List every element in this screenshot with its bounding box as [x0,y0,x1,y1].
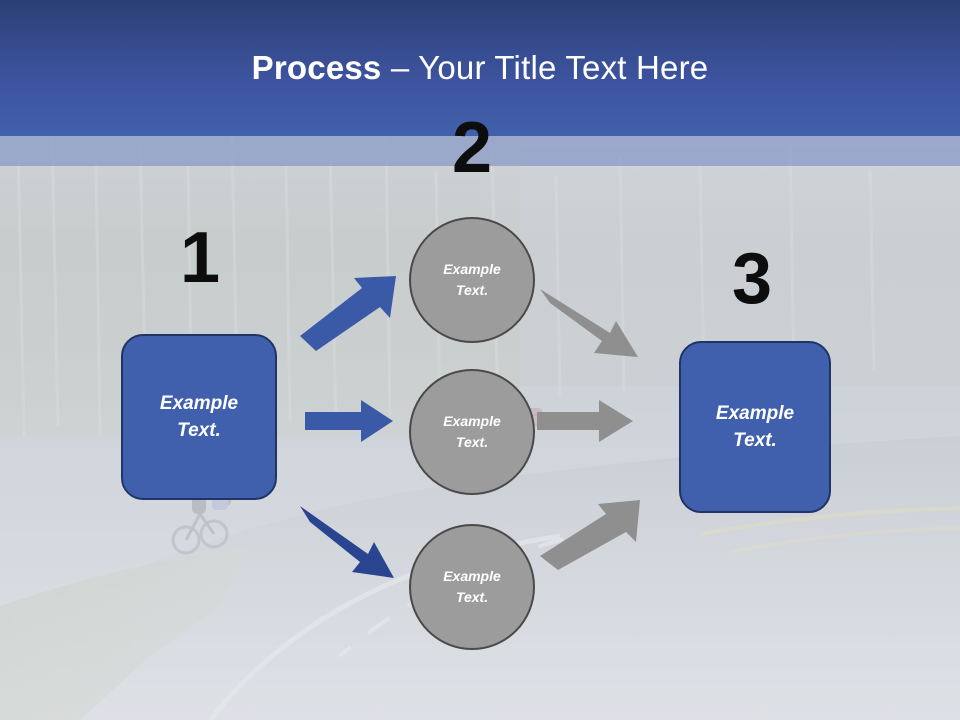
page-title-regular: – Your Title Text Here [381,49,709,86]
process-circle-bottom-line1: Example [443,568,501,584]
process-circle-top-line2: Text. [455,282,489,298]
process-end-box[interactable]: Example Text. [679,341,831,513]
process-start-box-line2: Text. [177,420,221,441]
process-circle-top-line1: Example [443,261,501,277]
process-circle-bottom[interactable]: Example Text. [409,524,535,650]
process-circle-bottom-label: Example Text. [443,566,501,608]
arrow-start-to-circle-bottom-icon [300,500,400,578]
process-end-box-label: Example Text. [716,400,794,454]
step-number-1: 1 [179,218,221,298]
process-end-box-line2: Text. [733,430,777,451]
process-circle-middle-label: Example Text. [443,411,501,453]
step-number-3: 3 [731,239,773,319]
arrow-circle-bottom-to-end-icon [540,500,644,570]
process-circle-top-label: Example Text. [443,259,501,301]
arrow-start-to-circle-top-icon [300,276,400,351]
process-circle-middle-line1: Example [443,413,501,429]
process-circle-middle-line2: Text. [455,434,489,450]
arrow-circle-top-to-end-icon [540,285,644,357]
process-circle-bottom-line2: Text. [455,589,489,605]
page-title-bold: Process [251,49,382,86]
process-start-box-label: Example Text. [160,390,238,444]
process-start-box-line1: Example [159,393,239,414]
process-circle-middle[interactable]: Example Text. [409,369,535,495]
header-sub-band [0,136,960,166]
process-end-box-line1: Example [715,403,795,424]
process-start-box[interactable]: Example Text. [121,334,277,500]
process-circle-top[interactable]: Example Text. [409,217,535,343]
header-band [0,0,960,136]
arrow-start-to-circle-middle-icon [305,400,393,442]
arrow-circle-middle-to-end-icon [537,400,633,442]
step-number-2: 2 [451,108,493,188]
page-title: Process – Your Title Text Here [0,48,960,88]
